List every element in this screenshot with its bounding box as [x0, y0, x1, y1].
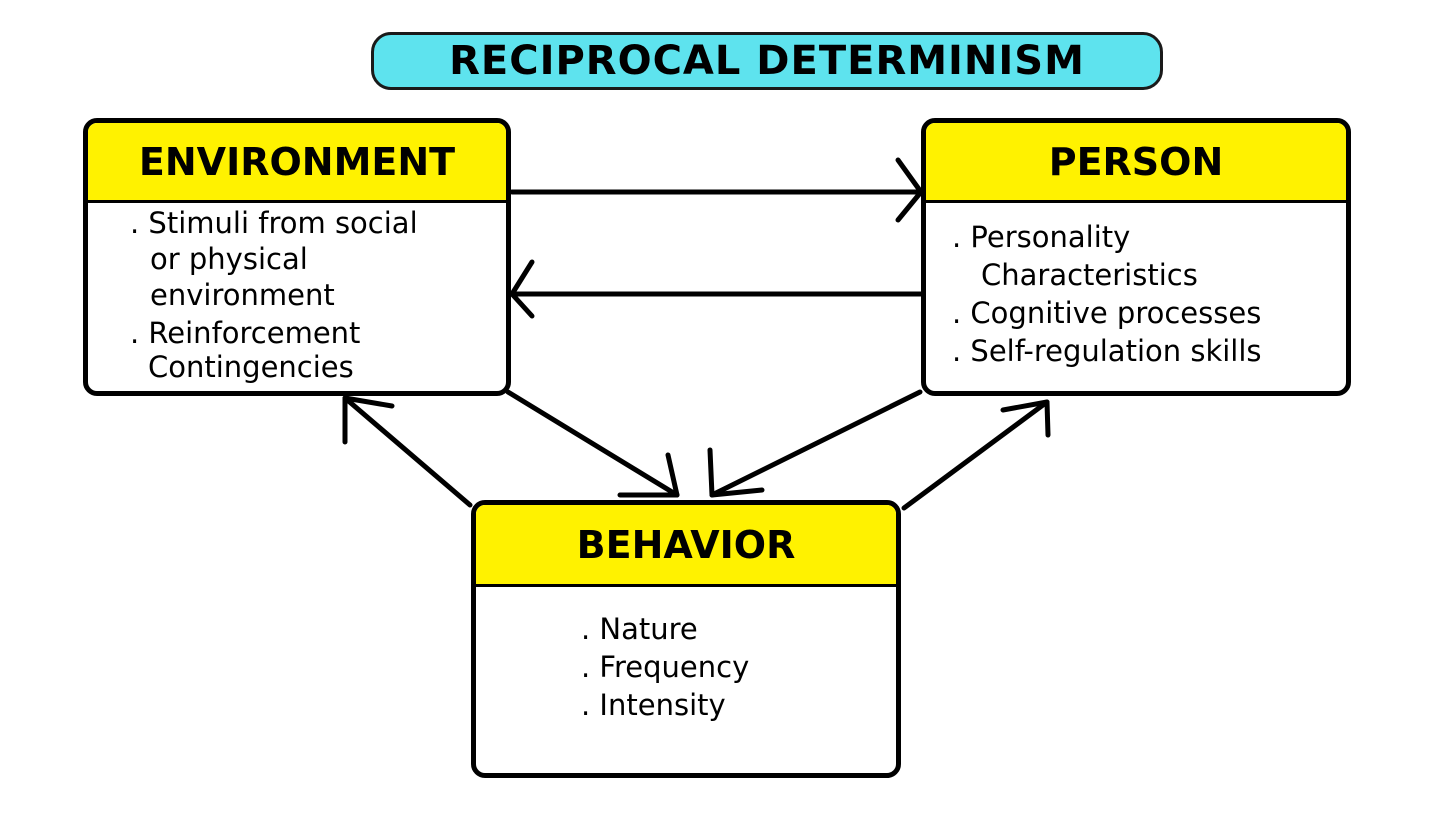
- environment-item: or physical: [150, 242, 308, 276]
- environment-item: Contingencies: [148, 350, 354, 384]
- diagram-title-banner: RECIPROCAL DETERMINISM: [371, 32, 1163, 90]
- arrow-person-to-environment: [509, 259, 924, 319]
- environment-box: ENVIRONMENT . Stimuli from social or phy…: [83, 118, 511, 396]
- behavior-title: BEHAVIOR: [576, 522, 796, 567]
- person-title: PERSON: [1048, 139, 1224, 184]
- environment-title: ENVIRONMENT: [138, 139, 456, 184]
- behavior-item: . Nature: [581, 612, 698, 646]
- environment-item: . Stimuli from social: [130, 206, 418, 240]
- behavior-header: BEHAVIOR: [476, 505, 896, 587]
- person-box: PERSON . Personality Characteristics . C…: [921, 118, 1351, 396]
- environment-item: . Reinforcement: [130, 316, 361, 350]
- person-item: . Cognitive processes: [952, 296, 1262, 330]
- behavior-item: . Intensity: [581, 688, 726, 722]
- arrow-person-to-behavior: [707, 389, 923, 498]
- arrow-behavior-to-environment: [342, 395, 473, 508]
- behavior-box: BEHAVIOR . Nature . Frequency . Intensit…: [471, 500, 901, 778]
- arrow-behavior-to-person: [901, 399, 1051, 511]
- person-header: PERSON: [926, 123, 1346, 203]
- diagram-title: RECIPROCAL DETERMINISM: [449, 38, 1085, 84]
- arrow-environment-to-person: [509, 157, 924, 223]
- environment-header: ENVIRONMENT: [88, 123, 506, 203]
- person-item: . Personality: [952, 220, 1131, 254]
- environment-item: environment: [150, 278, 335, 312]
- behavior-item: . Frequency: [581, 650, 750, 684]
- arrow-environment-to-behavior: [505, 389, 680, 498]
- person-item: . Self-regulation skills: [952, 334, 1262, 368]
- person-item: Characteristics: [981, 258, 1198, 292]
